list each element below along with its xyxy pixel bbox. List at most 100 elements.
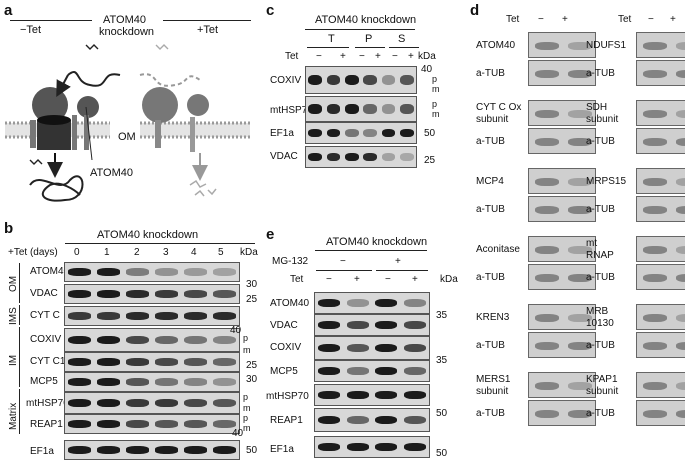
blot-band bbox=[326, 153, 341, 161]
e-row-mthsp70: mtHSP70 bbox=[266, 391, 309, 402]
c-tet-label: Tet bbox=[285, 51, 299, 62]
e-row-ef1a: EF1a bbox=[270, 444, 294, 455]
b-kda-40a: 40 bbox=[230, 325, 242, 336]
blot-band bbox=[126, 290, 149, 298]
blot-band bbox=[568, 314, 592, 322]
frac-s: S bbox=[398, 33, 406, 45]
b-blot-cytc1 bbox=[64, 352, 240, 372]
blot-band bbox=[184, 420, 207, 428]
b-m3: m bbox=[243, 423, 251, 433]
d-right-blot-3 bbox=[636, 128, 685, 154]
blot-band bbox=[363, 104, 378, 114]
blot-band bbox=[643, 410, 667, 418]
blot-band bbox=[676, 70, 685, 78]
b-row-reap1: REAP1 bbox=[30, 419, 63, 430]
d-sign-left-plus: + bbox=[562, 14, 568, 25]
b-blot-vdac bbox=[64, 284, 240, 304]
blot-band bbox=[344, 153, 359, 161]
d-left-blot-4 bbox=[528, 168, 596, 194]
blot-band bbox=[346, 443, 369, 451]
mg132-label: MG-132 bbox=[272, 256, 309, 267]
blot-band bbox=[381, 104, 396, 114]
d-right-blot-11 bbox=[636, 400, 685, 426]
c-sign-5: − bbox=[392, 51, 398, 62]
d-right-blot-8 bbox=[636, 304, 685, 330]
d-right-label-3: a-TUB bbox=[586, 136, 615, 147]
b-row-coxiv: COXIV bbox=[30, 334, 62, 345]
blot-band bbox=[375, 443, 398, 451]
blot-band bbox=[126, 268, 149, 276]
d-left-blot-6 bbox=[528, 236, 596, 262]
blot-band bbox=[643, 342, 667, 350]
atom40-label: ATOM40 bbox=[90, 167, 133, 179]
b-kda-40b: 40 bbox=[232, 428, 244, 439]
blot-band bbox=[326, 104, 341, 114]
b-m2: m bbox=[243, 403, 251, 413]
blot-band bbox=[535, 382, 559, 390]
day-2: 2 bbox=[134, 247, 140, 258]
panel-c-kda: kDa bbox=[418, 51, 436, 62]
c-sign-4: + bbox=[375, 51, 381, 62]
blot-band bbox=[344, 74, 359, 86]
blot-band bbox=[535, 342, 559, 350]
imported-protein-left bbox=[29, 175, 84, 202]
d-right-label-2: SDH subunit bbox=[586, 102, 619, 125]
blot-band bbox=[68, 399, 91, 407]
b-p3: p bbox=[243, 413, 249, 423]
blot-band bbox=[308, 74, 323, 86]
blot-band bbox=[568, 42, 592, 50]
degraded-protein-right bbox=[189, 179, 217, 197]
blot-band bbox=[68, 290, 91, 298]
c-sign-2: + bbox=[340, 51, 346, 62]
blot-band bbox=[375, 367, 398, 375]
blot-band bbox=[676, 110, 685, 118]
d-left-label-4: MCP4 bbox=[476, 176, 504, 187]
blot-band bbox=[97, 378, 120, 386]
blot-band bbox=[326, 129, 341, 137]
e-sign-1: − bbox=[326, 274, 332, 285]
mg-plus: + bbox=[395, 256, 401, 267]
blot-band bbox=[308, 104, 323, 114]
blot-band bbox=[676, 274, 685, 282]
atom40-knockdown-schematic bbox=[5, 44, 250, 202]
panel-e-title: ATOM40 knockdown bbox=[326, 236, 428, 248]
blot-band bbox=[184, 335, 207, 345]
blot-band bbox=[399, 153, 414, 161]
blot-band bbox=[155, 420, 178, 428]
c-kda-25: 25 bbox=[424, 155, 436, 166]
c-p2: p bbox=[432, 99, 438, 109]
blot-band bbox=[184, 312, 207, 320]
e-row-mcp5: MCP5 bbox=[270, 366, 298, 377]
d-right-label-10: KPAP1 subunit bbox=[586, 374, 619, 397]
b-row-mthsp70: mtHSP70 bbox=[26, 398, 69, 409]
e-sign-2: + bbox=[354, 274, 360, 285]
blot-band bbox=[68, 268, 91, 276]
d-right-label-9: a-TUB bbox=[586, 340, 615, 351]
e-tet-label: Tet bbox=[290, 274, 304, 285]
b-blot-mcp5 bbox=[64, 372, 240, 392]
panel-d-label: d bbox=[470, 2, 480, 19]
panel-a-label: a bbox=[4, 2, 13, 19]
blot-band bbox=[403, 391, 426, 399]
panel-b-title: ATOM40 knockdown bbox=[97, 229, 199, 241]
d-left-label-8: KREN3 bbox=[476, 312, 510, 323]
blot-band bbox=[155, 335, 178, 345]
blot-band bbox=[399, 104, 414, 114]
blot-band bbox=[375, 321, 398, 329]
e-kda-35b: 35 bbox=[436, 355, 448, 366]
blot-band bbox=[97, 399, 120, 407]
blot-band bbox=[184, 268, 207, 276]
panel-c-label: c bbox=[266, 2, 275, 19]
e-row-atom40: ATOM40 bbox=[270, 298, 310, 309]
blot-band bbox=[363, 129, 378, 137]
blot-band bbox=[318, 391, 341, 399]
blot-band bbox=[403, 321, 426, 329]
blot-band bbox=[213, 335, 236, 345]
d-left-blot-2 bbox=[528, 100, 596, 126]
d-left-label-7: a-TUB bbox=[476, 272, 505, 283]
blot-band bbox=[126, 378, 149, 386]
d-left-label-3: a-TUB bbox=[476, 136, 505, 147]
blot-band bbox=[213, 290, 236, 298]
blot-band bbox=[568, 246, 592, 254]
blot-band bbox=[535, 410, 559, 418]
